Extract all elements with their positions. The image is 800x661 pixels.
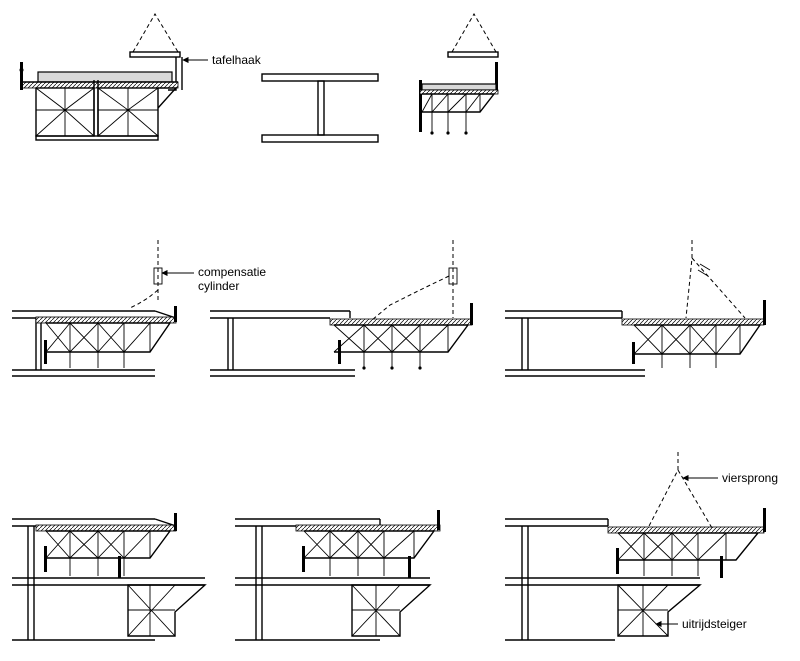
label-compensatie-line2: cylinder xyxy=(198,279,239,293)
label-uitrijdsteiger: uitrijdsteiger xyxy=(682,617,747,631)
panel-row2-right xyxy=(505,240,766,377)
panel-row2-left xyxy=(12,240,177,377)
panel-row1-right xyxy=(419,13,499,135)
label-compensatie-line1: compensatie xyxy=(198,265,266,279)
panel-row1-left xyxy=(19,13,183,141)
label-tafelhaak: tafelhaak xyxy=(212,53,262,67)
panel-row3-right xyxy=(505,452,766,641)
panel-row1-middle xyxy=(261,73,379,143)
panel-row3-left xyxy=(12,513,207,641)
panel-row3-middle xyxy=(235,510,441,641)
panel-row2-middle xyxy=(210,240,473,377)
label-viersprong: viersprong xyxy=(722,471,778,485)
